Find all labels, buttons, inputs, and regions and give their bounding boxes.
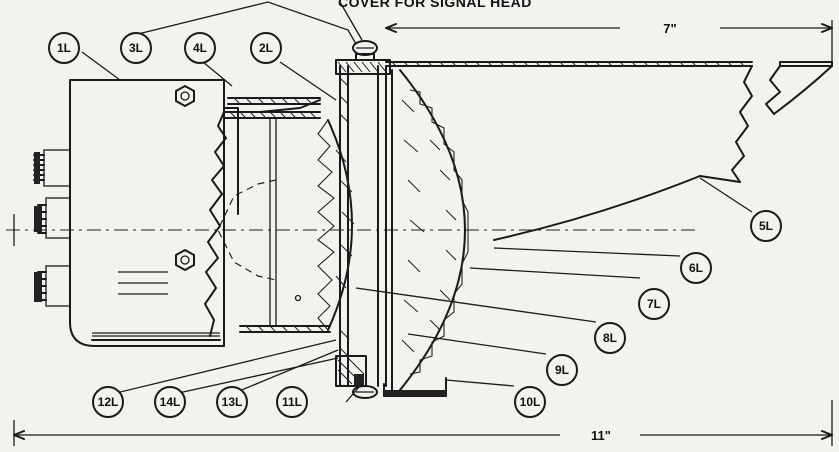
terminal-middle-icon <box>34 197 71 239</box>
callout-8L: 8L <box>594 322 626 354</box>
callout-2L-label: 2L <box>259 41 273 55</box>
drawing-title: COVER FOR SIGNAL HEAD <box>338 0 532 10</box>
callout-10L: 10L <box>514 386 546 418</box>
callout-3L: 3L <box>120 32 152 64</box>
callout-1L: 1L <box>48 32 80 64</box>
callout-7L: 7L <box>638 288 670 320</box>
callout-10L-label: 10L <box>520 395 541 409</box>
callout-14L-label: 14L <box>160 395 181 409</box>
callout-2L: 2L <box>250 32 282 64</box>
reflector-holder <box>223 97 331 333</box>
hex-nut-lower-icon <box>175 249 195 271</box>
lamp-housing <box>69 79 239 347</box>
callout-11L: 11L <box>276 386 308 418</box>
callout-4L-label: 4L <box>193 41 207 55</box>
callout-11L-label: 11L <box>282 395 302 409</box>
cutaway-edge <box>204 111 227 337</box>
callout-6L-label: 6L <box>689 261 703 275</box>
callout-1L-label: 1L <box>57 41 71 55</box>
hex-nut-upper-icon <box>175 85 195 107</box>
callout-5L: 5L <box>750 210 782 242</box>
callout-3L-label: 3L <box>129 41 143 55</box>
callout-8L-label: 8L <box>603 331 617 345</box>
callout-7L-label: 7L <box>647 297 661 311</box>
callout-4L: 4L <box>184 32 216 64</box>
dimension-7in-label: 7" <box>663 21 676 36</box>
dimension-7in <box>385 20 833 62</box>
inner-lens <box>294 119 355 331</box>
callout-12L-label: 12L <box>98 395 119 409</box>
dimension-11in <box>13 400 833 446</box>
callout-5L-label: 5L <box>759 219 773 233</box>
terminal-bottom-icon <box>34 265 71 307</box>
callout-9L: 9L <box>546 354 578 386</box>
callout-14L: 14L <box>154 386 186 418</box>
callout-6L: 6L <box>680 252 712 284</box>
signal-cover <box>385 61 833 241</box>
terminal-top-icon <box>33 149 71 187</box>
leader-lines <box>81 1 753 403</box>
callout-9L-label: 9L <box>555 363 569 377</box>
reflector-dashed-outline <box>217 179 277 281</box>
door-ring <box>335 40 391 399</box>
callout-12L: 12L <box>92 386 124 418</box>
callout-13L-label: 13L <box>222 395 243 409</box>
dimension-11in-label: 11" <box>591 428 611 443</box>
callout-13L: 13L <box>216 386 248 418</box>
